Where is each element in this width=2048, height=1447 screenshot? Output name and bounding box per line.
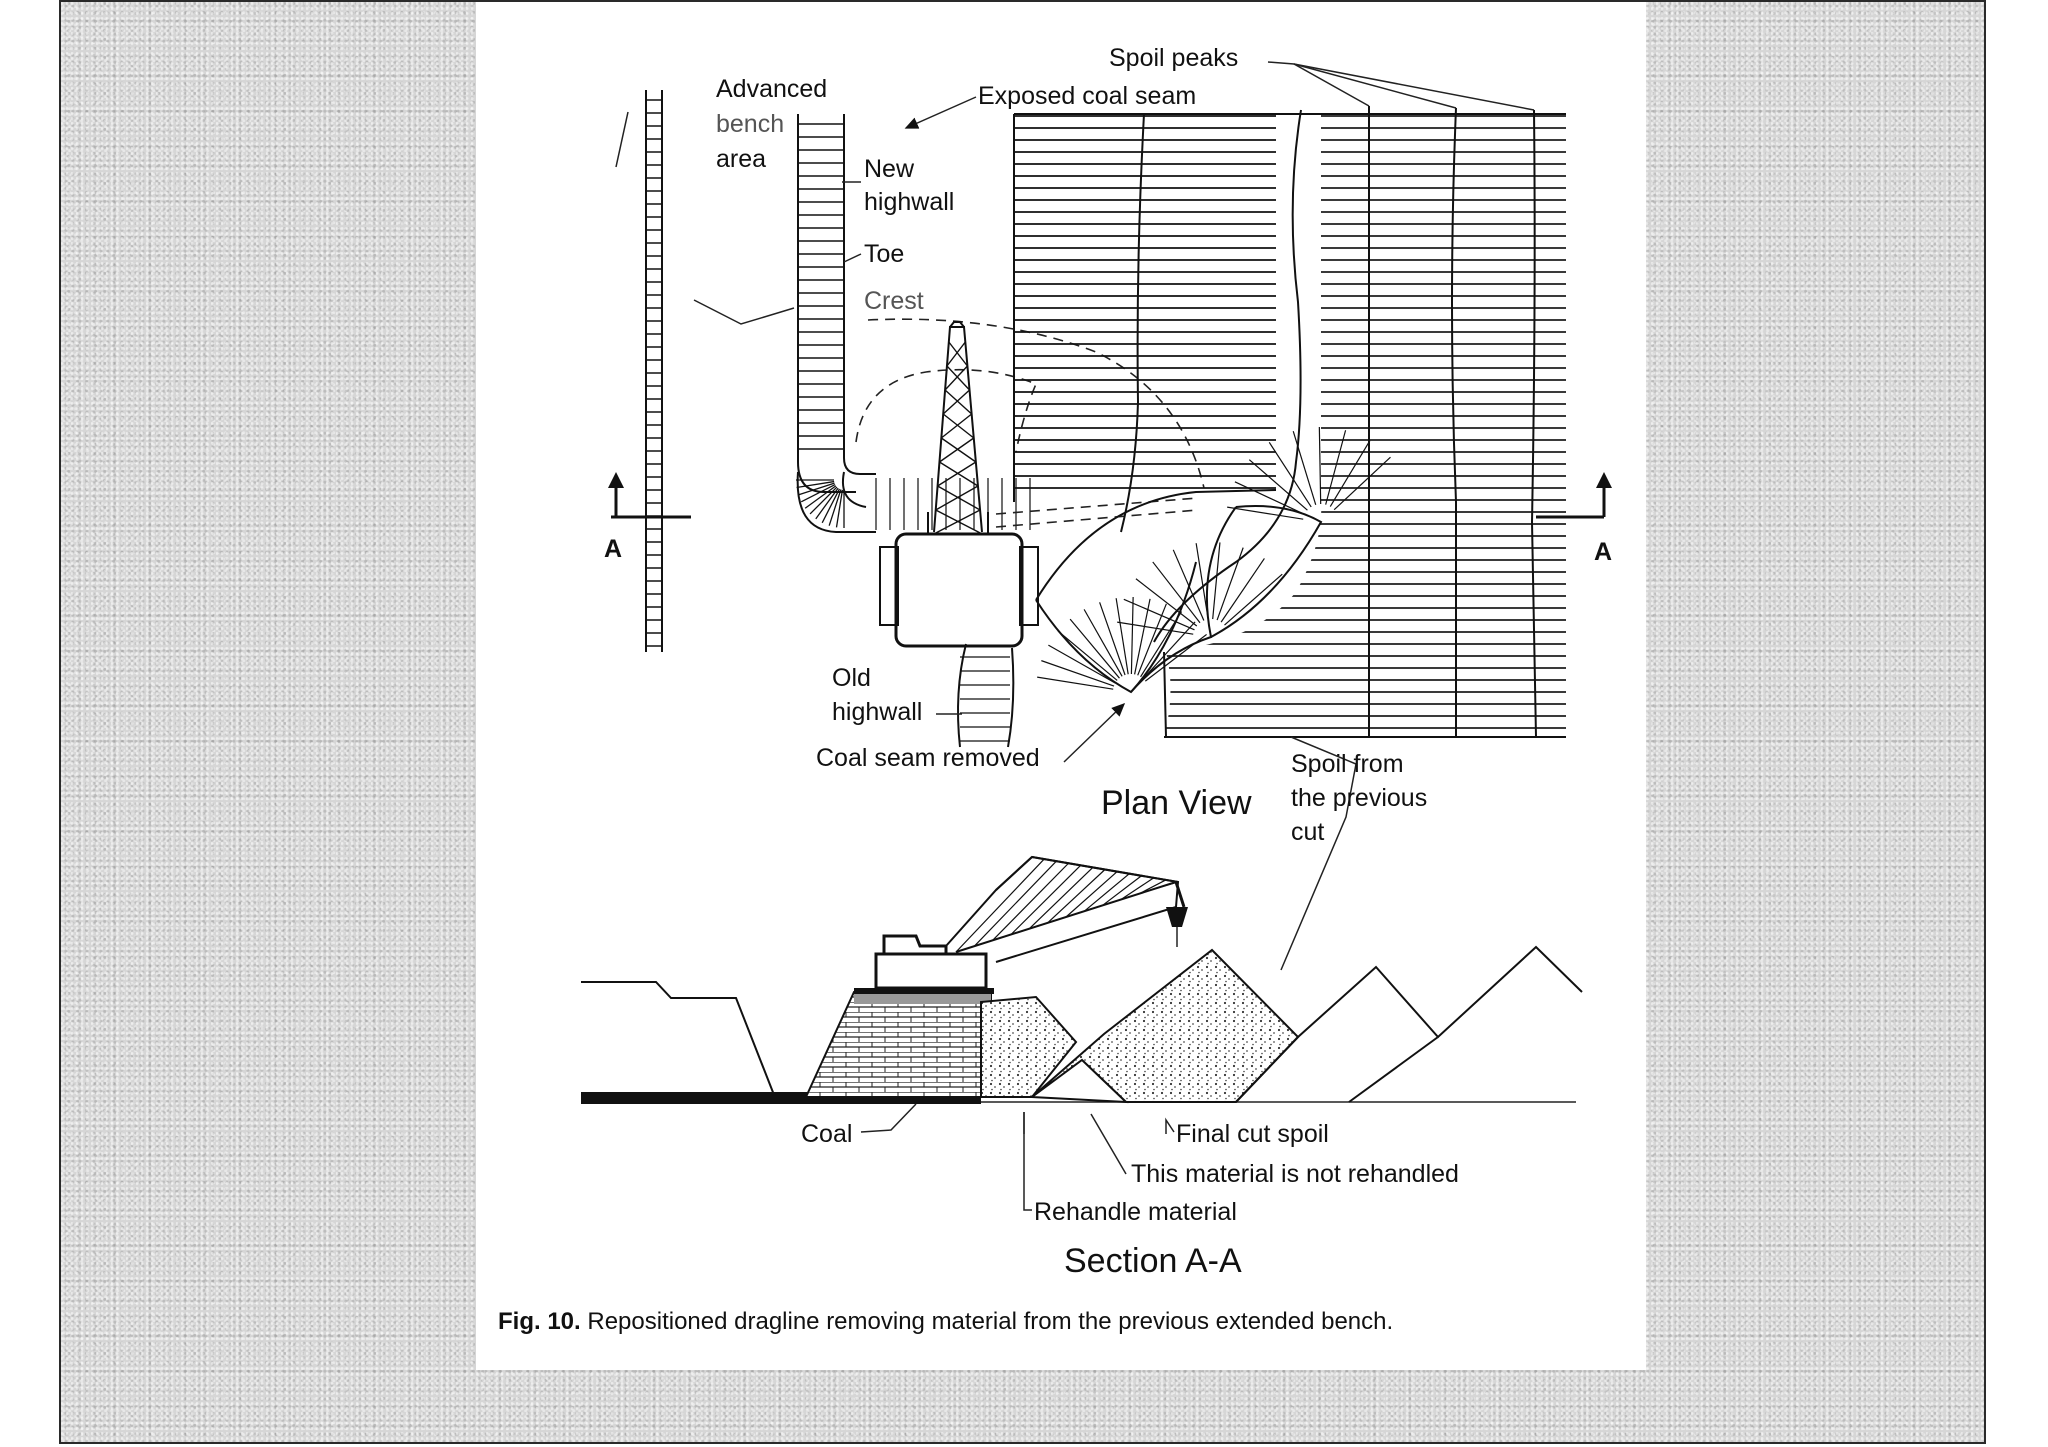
label-bench: bench xyxy=(716,110,784,138)
label-highwall-old: highwall xyxy=(832,698,922,726)
label-cut: cut xyxy=(1291,818,1324,846)
label-coal: Coal xyxy=(801,1120,852,1148)
leader-final-cut xyxy=(1165,1117,1175,1134)
label-old: Old xyxy=(832,664,871,692)
spoil-area xyxy=(1013,106,1566,738)
leader-not-rehandled xyxy=(1090,1113,1127,1175)
rehandle-pile xyxy=(804,991,992,1098)
label-the-previous: the previous xyxy=(1291,784,1427,812)
dragline-house-plan xyxy=(879,512,1039,648)
figure-panel: Spoil peaks Exposed coal seam Advanced b… xyxy=(476,2,1646,1370)
caption-text: Repositioned dragline removing material … xyxy=(587,1308,1394,1335)
advanced-bench-strip xyxy=(645,90,663,652)
leader-coal xyxy=(860,1103,917,1133)
label-area: area xyxy=(716,145,766,173)
label-spoil-from: Spoil from xyxy=(1291,750,1404,778)
label-new: New xyxy=(864,155,915,183)
swing-arc-large xyxy=(867,318,1205,489)
figure-caption: Fig. 10. Repositioned dragline removing … xyxy=(498,1308,1638,1336)
section-line-a-a xyxy=(608,472,1612,519)
highwall-corner xyxy=(796,471,1031,533)
dragline-diagram: Spoil peaks Exposed coal seam Advanced b… xyxy=(581,44,1612,1280)
label-crest: Crest xyxy=(864,287,924,315)
label-exposed-coal-seam: Exposed coal seam xyxy=(978,82,1196,110)
label-highwall-new: highwall xyxy=(864,188,954,216)
slide: Spoil peaks Exposed coal seam Advanced b… xyxy=(59,0,1986,1444)
section-title: Section A-A xyxy=(1064,1242,1242,1280)
label-section-a-right: A xyxy=(1594,538,1612,566)
label-final-cut-spoil: Final cut spoil xyxy=(1176,1120,1329,1148)
plan-view: Spoil peaks Exposed coal seam Advanced b… xyxy=(604,44,1612,971)
new-highwall-strip xyxy=(797,114,876,493)
dragline-elevation xyxy=(854,855,1188,994)
label-section-a-left: A xyxy=(604,535,622,563)
plan-view-title: Plan View xyxy=(1101,784,1252,822)
old-highwall xyxy=(957,643,1015,748)
caption-label: Fig. 10. xyxy=(498,1308,581,1335)
spoil-leader-down xyxy=(1280,763,1357,971)
label-spoil-peaks: Spoil peaks xyxy=(1109,44,1238,72)
label-toe: Toe xyxy=(864,240,904,268)
label-coal-seam-removed: Coal seam removed xyxy=(816,744,1040,772)
rehandle-spoil xyxy=(980,995,1078,1098)
label-not-rehandled: This material is not rehandled xyxy=(1131,1160,1459,1188)
label-advanced: Advanced xyxy=(716,75,827,103)
dragline-boom-plan xyxy=(933,321,983,535)
label-rehandle-material: Rehandle material xyxy=(1034,1198,1237,1226)
section-a-a: Coal Final cut spoil This material is no… xyxy=(581,855,1583,1280)
